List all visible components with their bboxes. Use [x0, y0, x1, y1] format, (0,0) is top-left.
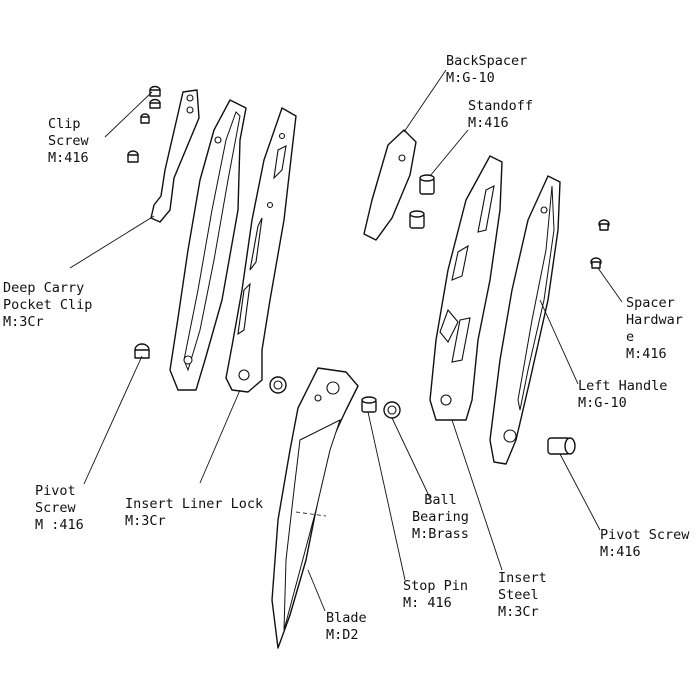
label-ball-bearing: Ball Bearing M:Brass — [412, 492, 469, 543]
stop-pin-part — [361, 396, 377, 413]
label-deep-carry-pocket-clip: Deep Carry Pocket Clip M:3Cr — [3, 280, 92, 331]
label-text: Bearing — [412, 509, 469, 525]
label-text: Deep Carry — [3, 280, 85, 296]
label-blade: Blade M:D2 — [326, 610, 367, 644]
material-text: M :416 — [35, 517, 84, 533]
material-text: M:3Cr — [125, 513, 166, 529]
clip-screw-parts — [127, 85, 161, 163]
label-clip-screw: Clip Screw M:416 — [48, 116, 89, 167]
material-text: M:416 — [626, 346, 667, 362]
label-pivot-screw-right: Pivot Screw M:416 — [600, 527, 689, 561]
leader-lines — [69, 69, 623, 612]
label-text: Hardwar — [626, 312, 683, 328]
label-text: Pivot Screw — [600, 527, 690, 543]
label-text: Screw — [35, 500, 76, 516]
label-spacer-hardware: Spacer Hardwar e M:416 — [626, 295, 683, 363]
material-text: M:416 — [600, 544, 641, 560]
material-text: M:D2 — [326, 627, 359, 643]
insert-steel-part — [429, 155, 503, 421]
material-text: M:Brass — [412, 526, 469, 542]
label-text: Pocket Clip — [3, 297, 93, 313]
label-insert-steel: Insert Steel M:3Cr — [498, 570, 547, 621]
label-text: Stop Pin — [403, 578, 469, 594]
label-text: Steel — [498, 587, 539, 603]
label-text: Screw — [48, 133, 89, 149]
material-text: M:G-10 — [446, 70, 495, 86]
left-handle-part — [489, 175, 561, 465]
pocket-clip-part — [150, 89, 200, 223]
material-text: M:3Cr — [3, 314, 44, 330]
label-text: Insert Liner Lock — [125, 496, 264, 512]
material-text: M:416 — [48, 150, 89, 166]
left-scale-part — [169, 99, 247, 391]
standoff-parts — [409, 174, 435, 229]
label-text: Pivot — [35, 483, 76, 499]
label-pivot-screw-left: Pivot Screw M :416 — [35, 483, 84, 534]
label-stop-pin: Stop Pin M: 416 — [403, 578, 468, 612]
label-text: Clip — [48, 116, 81, 132]
label-text: Left Handle — [578, 378, 668, 394]
material-text: M: 416 — [403, 595, 452, 611]
back-spacer-part — [363, 129, 417, 241]
label-standoff: Standoff M:416 — [468, 98, 533, 132]
liner-lock-part — [225, 107, 297, 393]
material-text: M:G-10 — [578, 395, 627, 411]
spacer-hardware-parts — [590, 219, 610, 269]
label-left-handle: Left Handle M:G-10 — [578, 378, 667, 412]
label-text: BackSpacer — [446, 53, 528, 69]
label-text: Insert — [498, 570, 547, 586]
label-text: e — [626, 329, 635, 345]
label-text: Blade — [326, 610, 367, 626]
label-text: Ball — [424, 492, 457, 508]
material-text: M:416 — [468, 115, 509, 131]
label-text: Standoff — [468, 98, 534, 114]
blade-part — [271, 367, 359, 649]
material-text: M:3Cr — [498, 604, 539, 620]
label-back-spacer: BackSpacer M:G-10 — [446, 53, 527, 87]
ball-bearing-parts — [269, 376, 401, 419]
label-text: Spacer — [626, 295, 675, 311]
label-insert-liner-lock: Insert Liner Lock M:3Cr — [125, 496, 263, 530]
